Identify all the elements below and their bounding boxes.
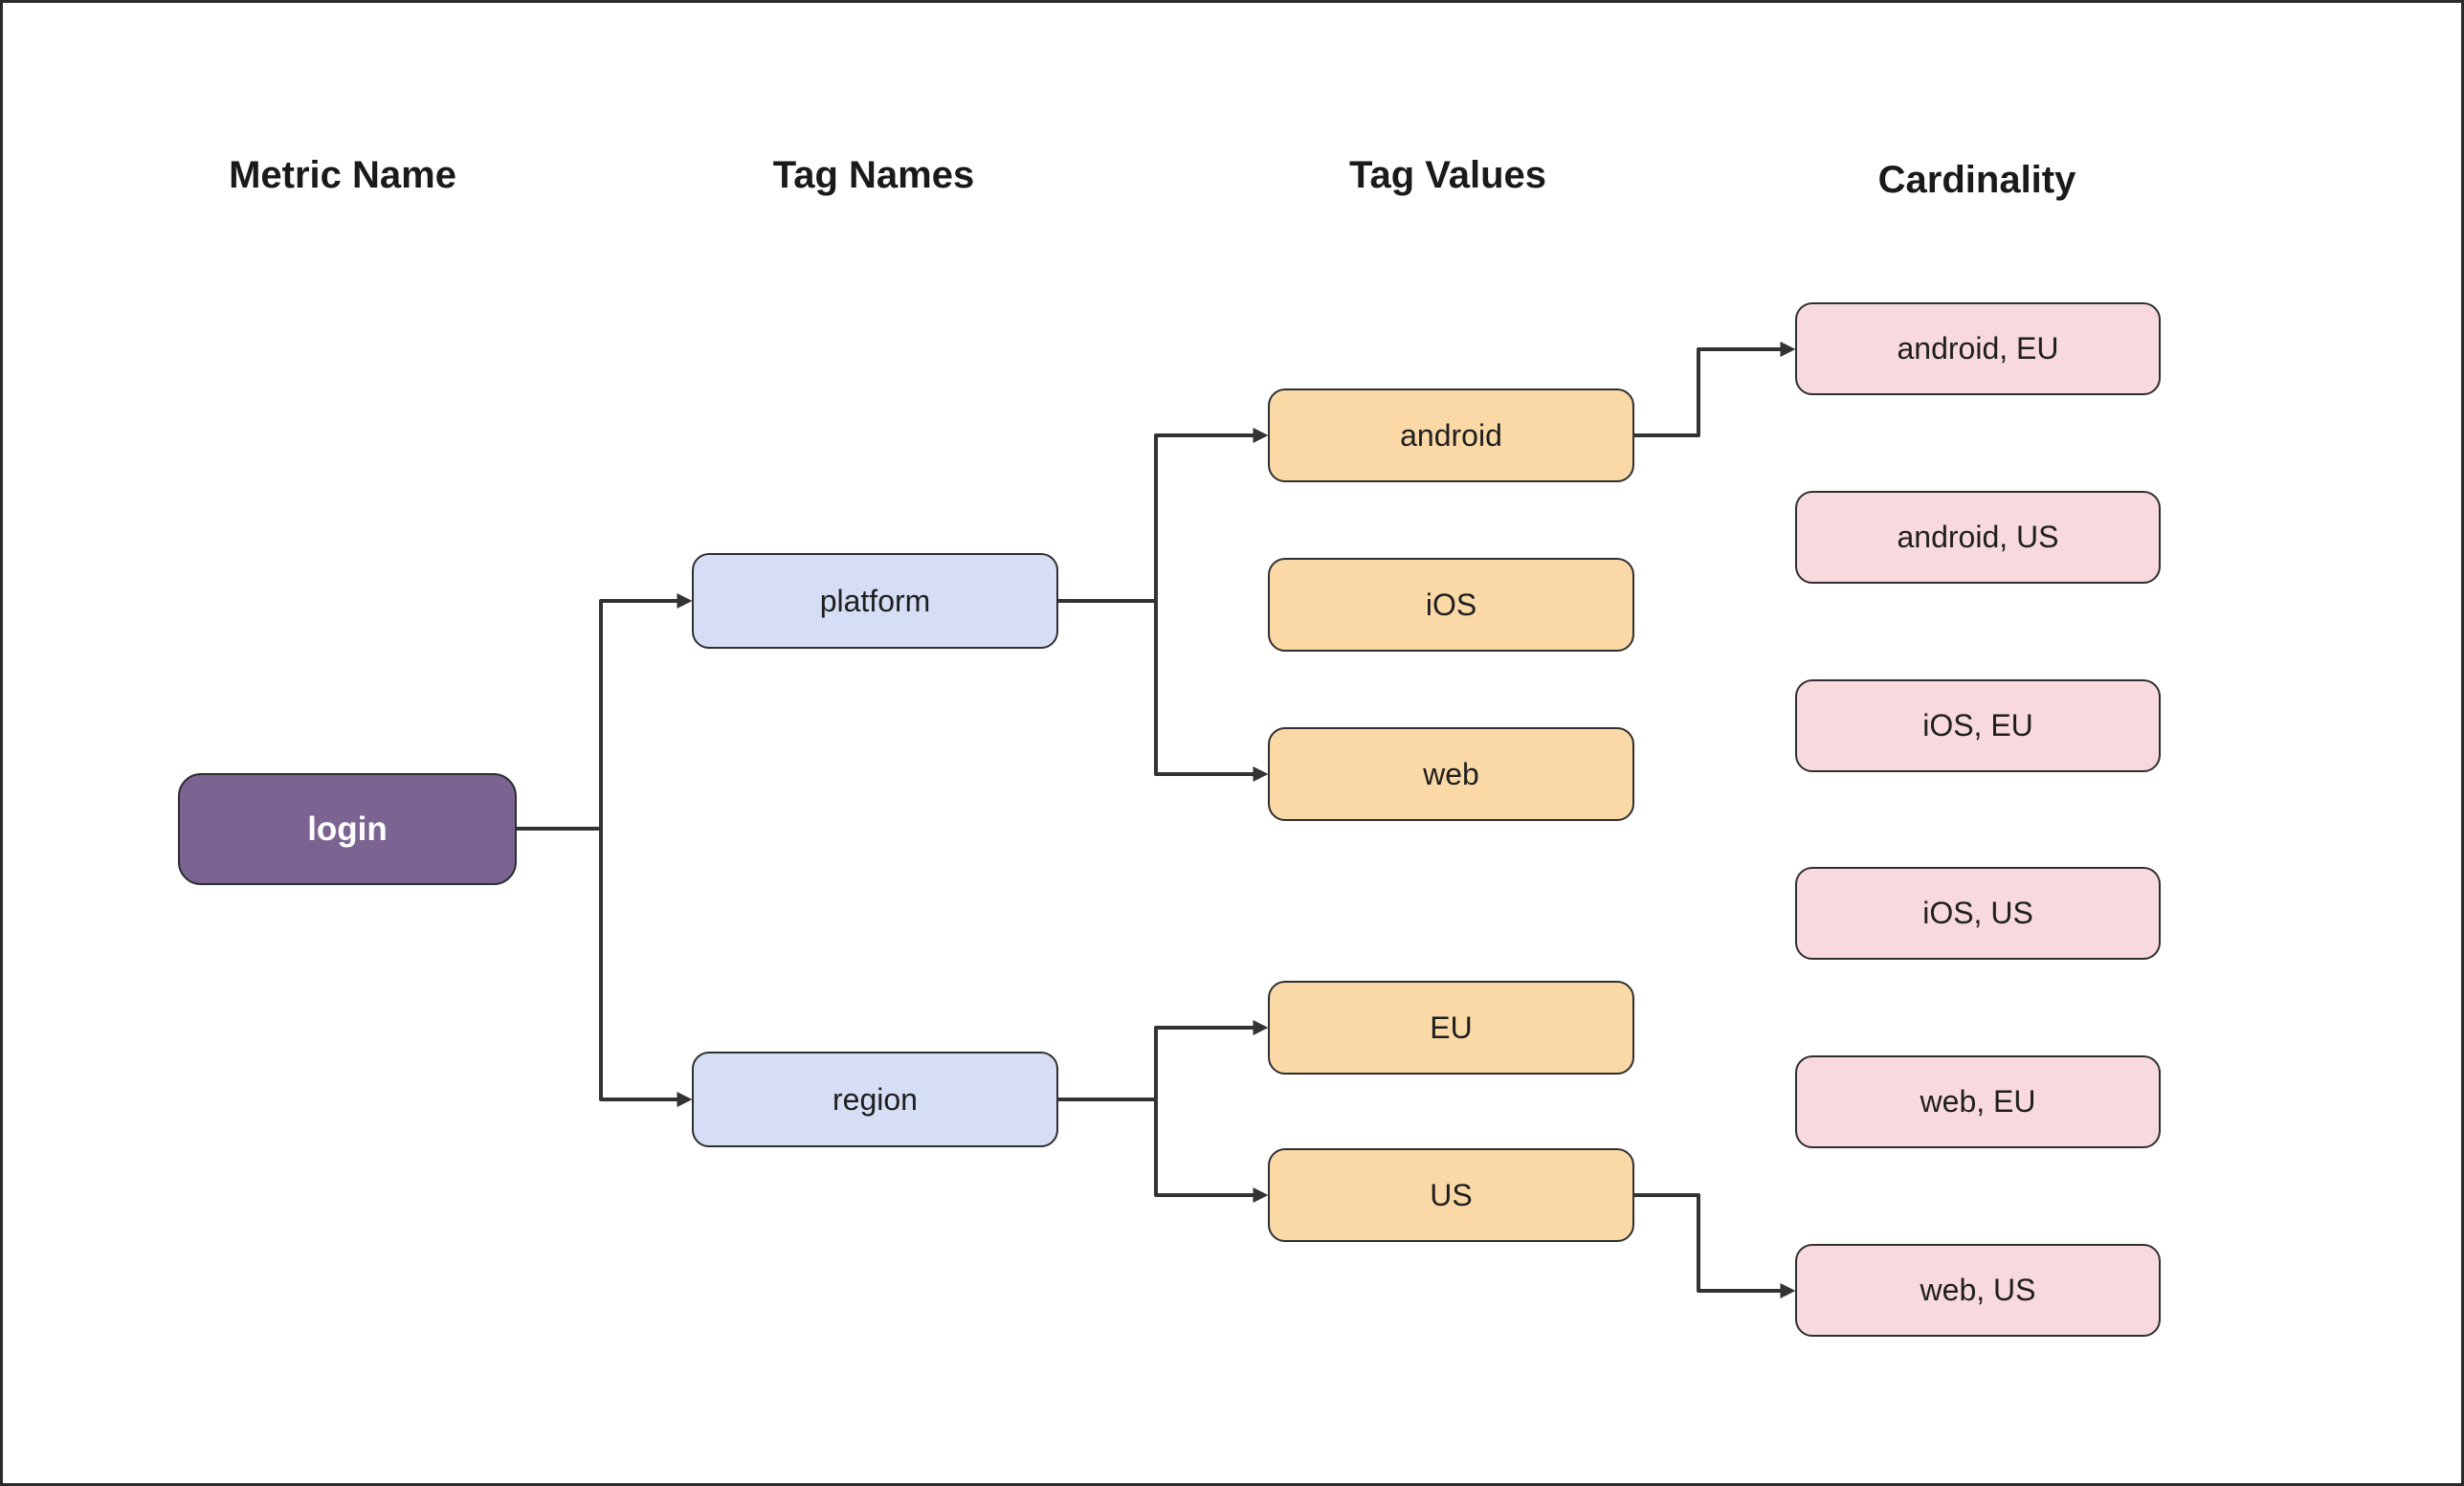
node-value-ios: iOS (1268, 558, 1634, 652)
edge-android-android-eu (1634, 342, 1796, 437)
node-value-eu: EU (1268, 981, 1634, 1075)
node-cardinality-web-us: web, US (1795, 1244, 2161, 1337)
node-value-web-label: web (1423, 756, 1479, 791)
edge-platform-web (1058, 599, 1269, 782)
node-tag-region: region (692, 1052, 1058, 1147)
node-cardinality-web-eu: web, EU (1795, 1055, 2161, 1148)
node-value-us: US (1268, 1148, 1634, 1242)
node-cardinality-android-eu-label: android, EU (1897, 331, 2059, 366)
column-header-cardinality: Cardinality (1877, 159, 2076, 201)
column-header-metric-name: Metric Name (229, 154, 456, 196)
column-header-tag-names: Tag Names (772, 154, 975, 196)
node-cardinality-android-us: android, US (1795, 491, 2161, 584)
node-value-android: android (1268, 388, 1634, 482)
node-tag-platform-label: platform (819, 583, 931, 618)
node-cardinality-ios-eu-label: iOS, EU (1922, 708, 2033, 743)
node-value-ios-label: iOS (1425, 587, 1477, 622)
node-tag-platform: platform (692, 553, 1058, 649)
node-cardinality-web-eu-label: web, EU (1920, 1084, 2036, 1119)
node-value-android-label: android (1400, 417, 1502, 453)
node-cardinality-android-us-label: android, US (1897, 520, 2059, 554)
node-metric-login: login (178, 773, 517, 885)
column-header-tag-values: Tag Values (1348, 154, 1547, 196)
node-cardinality-web-us-label: web, US (1920, 1273, 2036, 1307)
edge-login-platform (517, 593, 693, 831)
node-cardinality-android-eu: android, EU (1795, 302, 2161, 395)
node-cardinality-ios-us-label: iOS, US (1922, 896, 2033, 930)
node-tag-region-label: region (832, 1081, 918, 1117)
edge-platform-android (1058, 428, 1269, 603)
edge-region-us (1058, 1098, 1269, 1203)
edge-login-region (517, 827, 693, 1107)
node-value-us-label: US (1430, 1177, 1473, 1212)
node-value-web: web (1268, 727, 1634, 821)
edge-us-web-us (1634, 1193, 1796, 1298)
node-cardinality-ios-eu: iOS, EU (1795, 679, 2161, 772)
node-value-eu-label: EU (1430, 1009, 1473, 1045)
node-metric-login-label: login (307, 810, 388, 848)
edge-region-eu (1058, 1020, 1269, 1101)
node-cardinality-ios-us: iOS, US (1795, 867, 2161, 960)
